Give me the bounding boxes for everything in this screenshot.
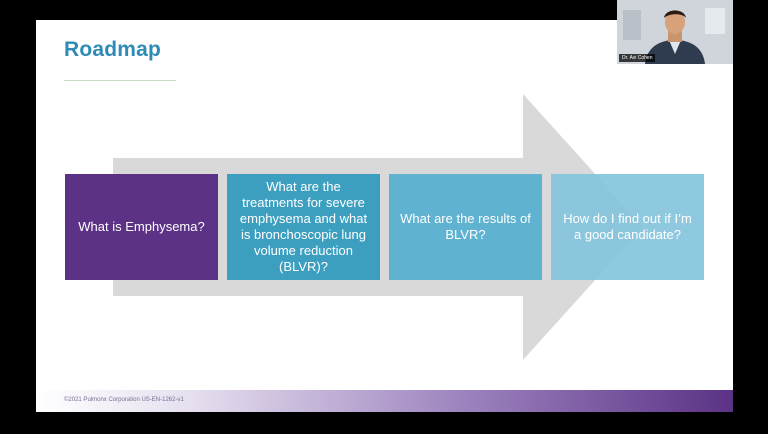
speaker-name-label: Dr. Avi Cohen (619, 54, 655, 62)
roadmap-step-3: What are the results of BLVR? (389, 174, 542, 280)
copyright-text: ©2021 Pulmonx Corporation US-EN-1262-v1 (64, 397, 184, 403)
roadmap-step-2-label: What are the treatments for severe emphy… (236, 179, 371, 275)
presentation-slide: Roadmap What is Emphysema? What are the … (36, 20, 733, 412)
roadmap-step-2: What are the treatments for severe emphy… (227, 174, 380, 280)
roadmap-step-1: What is Emphysema? (65, 174, 218, 280)
speaker-webcam-thumbnail[interactable]: Dr. Avi Cohen (617, 0, 733, 64)
roadmap-step-4: How do I find out if I’m a good candidat… (551, 174, 704, 280)
roadmap-step-1-label: What is Emphysema? (78, 219, 204, 235)
slide-footer: ©2021 Pulmonx Corporation US-EN-1262-v1 (36, 390, 733, 412)
roadmap-step-3-label: What are the results of BLVR? (398, 211, 533, 243)
roadmap-step-4-label: How do I find out if I’m a good candidat… (560, 211, 695, 243)
